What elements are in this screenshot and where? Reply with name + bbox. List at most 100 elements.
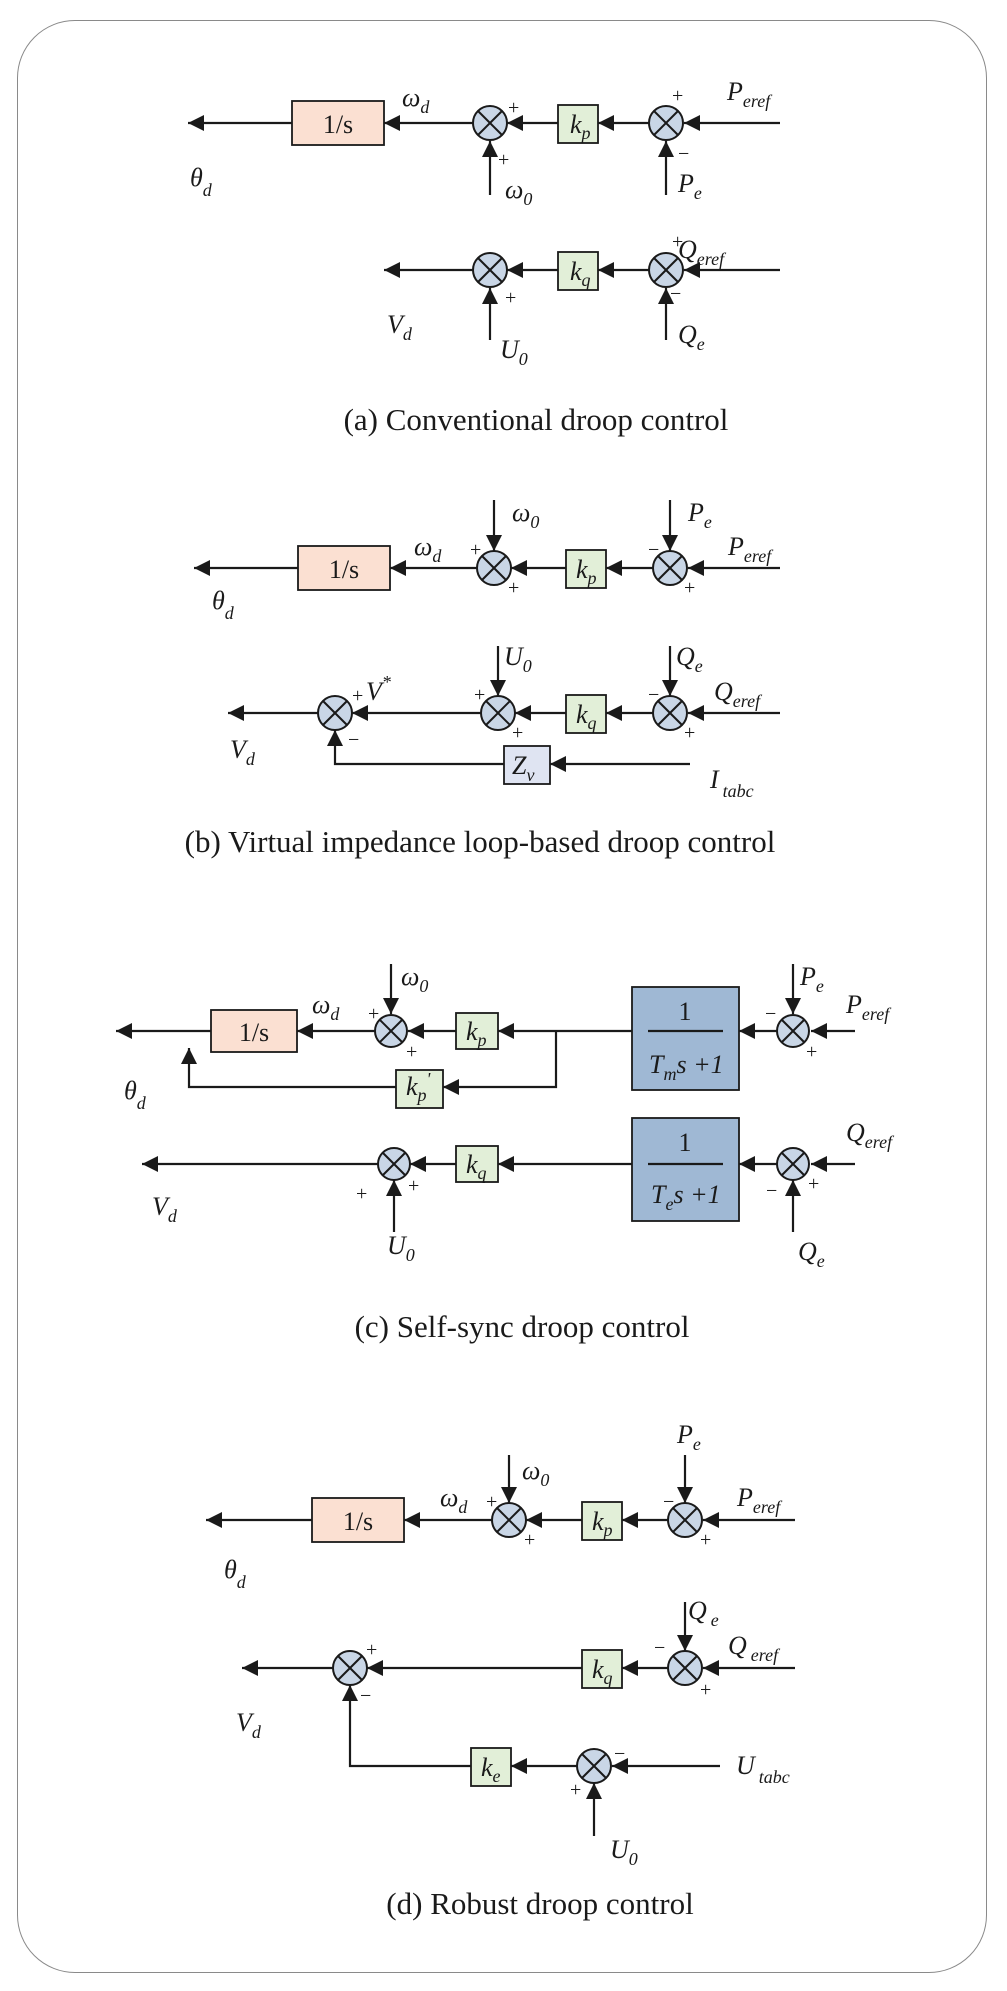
omega-0-label: ω0 [512,498,539,532]
lag-e-denominator: Tes +1 [651,1180,721,1214]
lag-e-numerator: 1 [679,1128,692,1157]
sign: + [684,722,695,744]
omega-0-label: ω0 [401,962,428,996]
integrator-label: 1/s [239,1018,269,1047]
p-eref-label: Peref [727,532,774,566]
omega-d-label: ωd [440,1483,468,1517]
sign: + [366,1639,377,1661]
sign: − [765,1003,776,1025]
summer-d4 [332,1650,368,1686]
q-e-label: Qe [676,642,703,676]
panel-b: 1/s kp kq Zv Pe Peref ω0 ωd θd Qe Qeref … [185,498,780,859]
caption-c: (c) Self-sync droop control [355,1309,690,1344]
sign: + [486,1491,497,1513]
p-eref-label: Peref [726,77,773,111]
q-e-label: Qe [798,1237,825,1271]
p-e-label: Pe [676,1420,701,1454]
kp-block-a [557,104,599,144]
figure-frame [17,20,987,1973]
panel-a: 1/s kp kq Peref Pe ωd ω0 θd Qeref Qe Vd … [188,77,780,437]
kp-label: kp [576,555,597,588]
sign: + [498,149,509,171]
u-0-label: U0 [500,335,528,369]
kq-label: kq [592,1655,613,1688]
q-eref-label: Qeref [678,235,727,269]
sign: + [406,1041,417,1063]
sign: + [700,1529,711,1551]
sign: + [508,97,519,119]
caption-b: (b) Virtual impedance loop-based droop c… [185,824,776,859]
summer-d2 [491,1502,527,1538]
kp-label: kp [592,1507,613,1540]
kq-block-c [455,1145,499,1183]
p-e-label: Pe [687,498,712,532]
summer-d3 [667,1650,703,1686]
sign: + [368,1003,379,1025]
kq-block-b [565,694,607,734]
p-eref-label: Peref [845,990,892,1024]
sign: − [766,1180,777,1202]
p-eref-label: Peref [736,1483,783,1517]
panel-c: 1/s kp kp' kq 1 Tms +1 1 Tes +1 Pe Peref… [116,962,895,1344]
summer-c4 [377,1147,411,1181]
summer-a1 [648,105,684,141]
sign: − [678,143,689,165]
sign: − [360,1685,371,1707]
sign: + [700,1679,711,1701]
summer-d5 [576,1748,612,1784]
v-d-label: Vd [230,735,256,769]
caption-a: (a) Conventional droop control [344,402,729,437]
sign: + [684,577,695,599]
kp-block-d [581,1501,623,1541]
kq-label: kq [570,257,591,290]
sign: + [356,1183,367,1205]
integrator-label: 1/s [329,555,359,584]
kp-label: kp [570,110,591,143]
sign: + [352,685,363,707]
sign: + [512,722,523,744]
integrator-block-c [210,1009,298,1053]
u-0-label: U0 [387,1231,415,1265]
sign: + [672,85,683,107]
lag-m-denominator: Tms +1 [649,1050,724,1084]
theta-d-label: θd [224,1555,247,1592]
caption-d: (d) Robust droop control [386,1886,693,1921]
integrator-label: 1/s [343,1507,373,1536]
summer-b2 [476,550,512,586]
lag-block-m [631,986,740,1091]
v-star-label: V* [366,672,391,706]
sign: + [408,1175,419,1197]
sign: + [524,1529,535,1551]
integrator-label: 1/s [323,110,353,139]
p-e-label: Pe [799,962,824,996]
integrator-block-a [291,100,385,146]
theta-d-label: θd [190,163,213,200]
sign: − [614,1743,625,1765]
theta-d-label: θd [212,586,235,623]
ke-block [470,1747,512,1787]
kp-block-c [455,1012,499,1050]
summer-b4 [480,695,516,731]
sign: + [508,577,519,599]
q-eref-label: Qeref [846,1118,895,1152]
theta-d-label: θd [124,1076,147,1113]
summer-c3 [776,1147,810,1181]
summer-a3 [648,252,684,288]
summer-c1 [776,1014,810,1048]
kp-prime-block [395,1069,444,1109]
sign: + [806,1041,817,1063]
u-0-label: U0 [504,642,532,676]
sign: + [570,1779,581,1801]
p-e-label: Pe [677,169,702,203]
omega-0-label: ω0 [505,175,532,209]
zv-block [503,745,551,785]
summer-a4 [472,252,508,288]
integrator-block-d [311,1497,405,1543]
sign: − [648,539,659,561]
sign: + [808,1173,819,1195]
